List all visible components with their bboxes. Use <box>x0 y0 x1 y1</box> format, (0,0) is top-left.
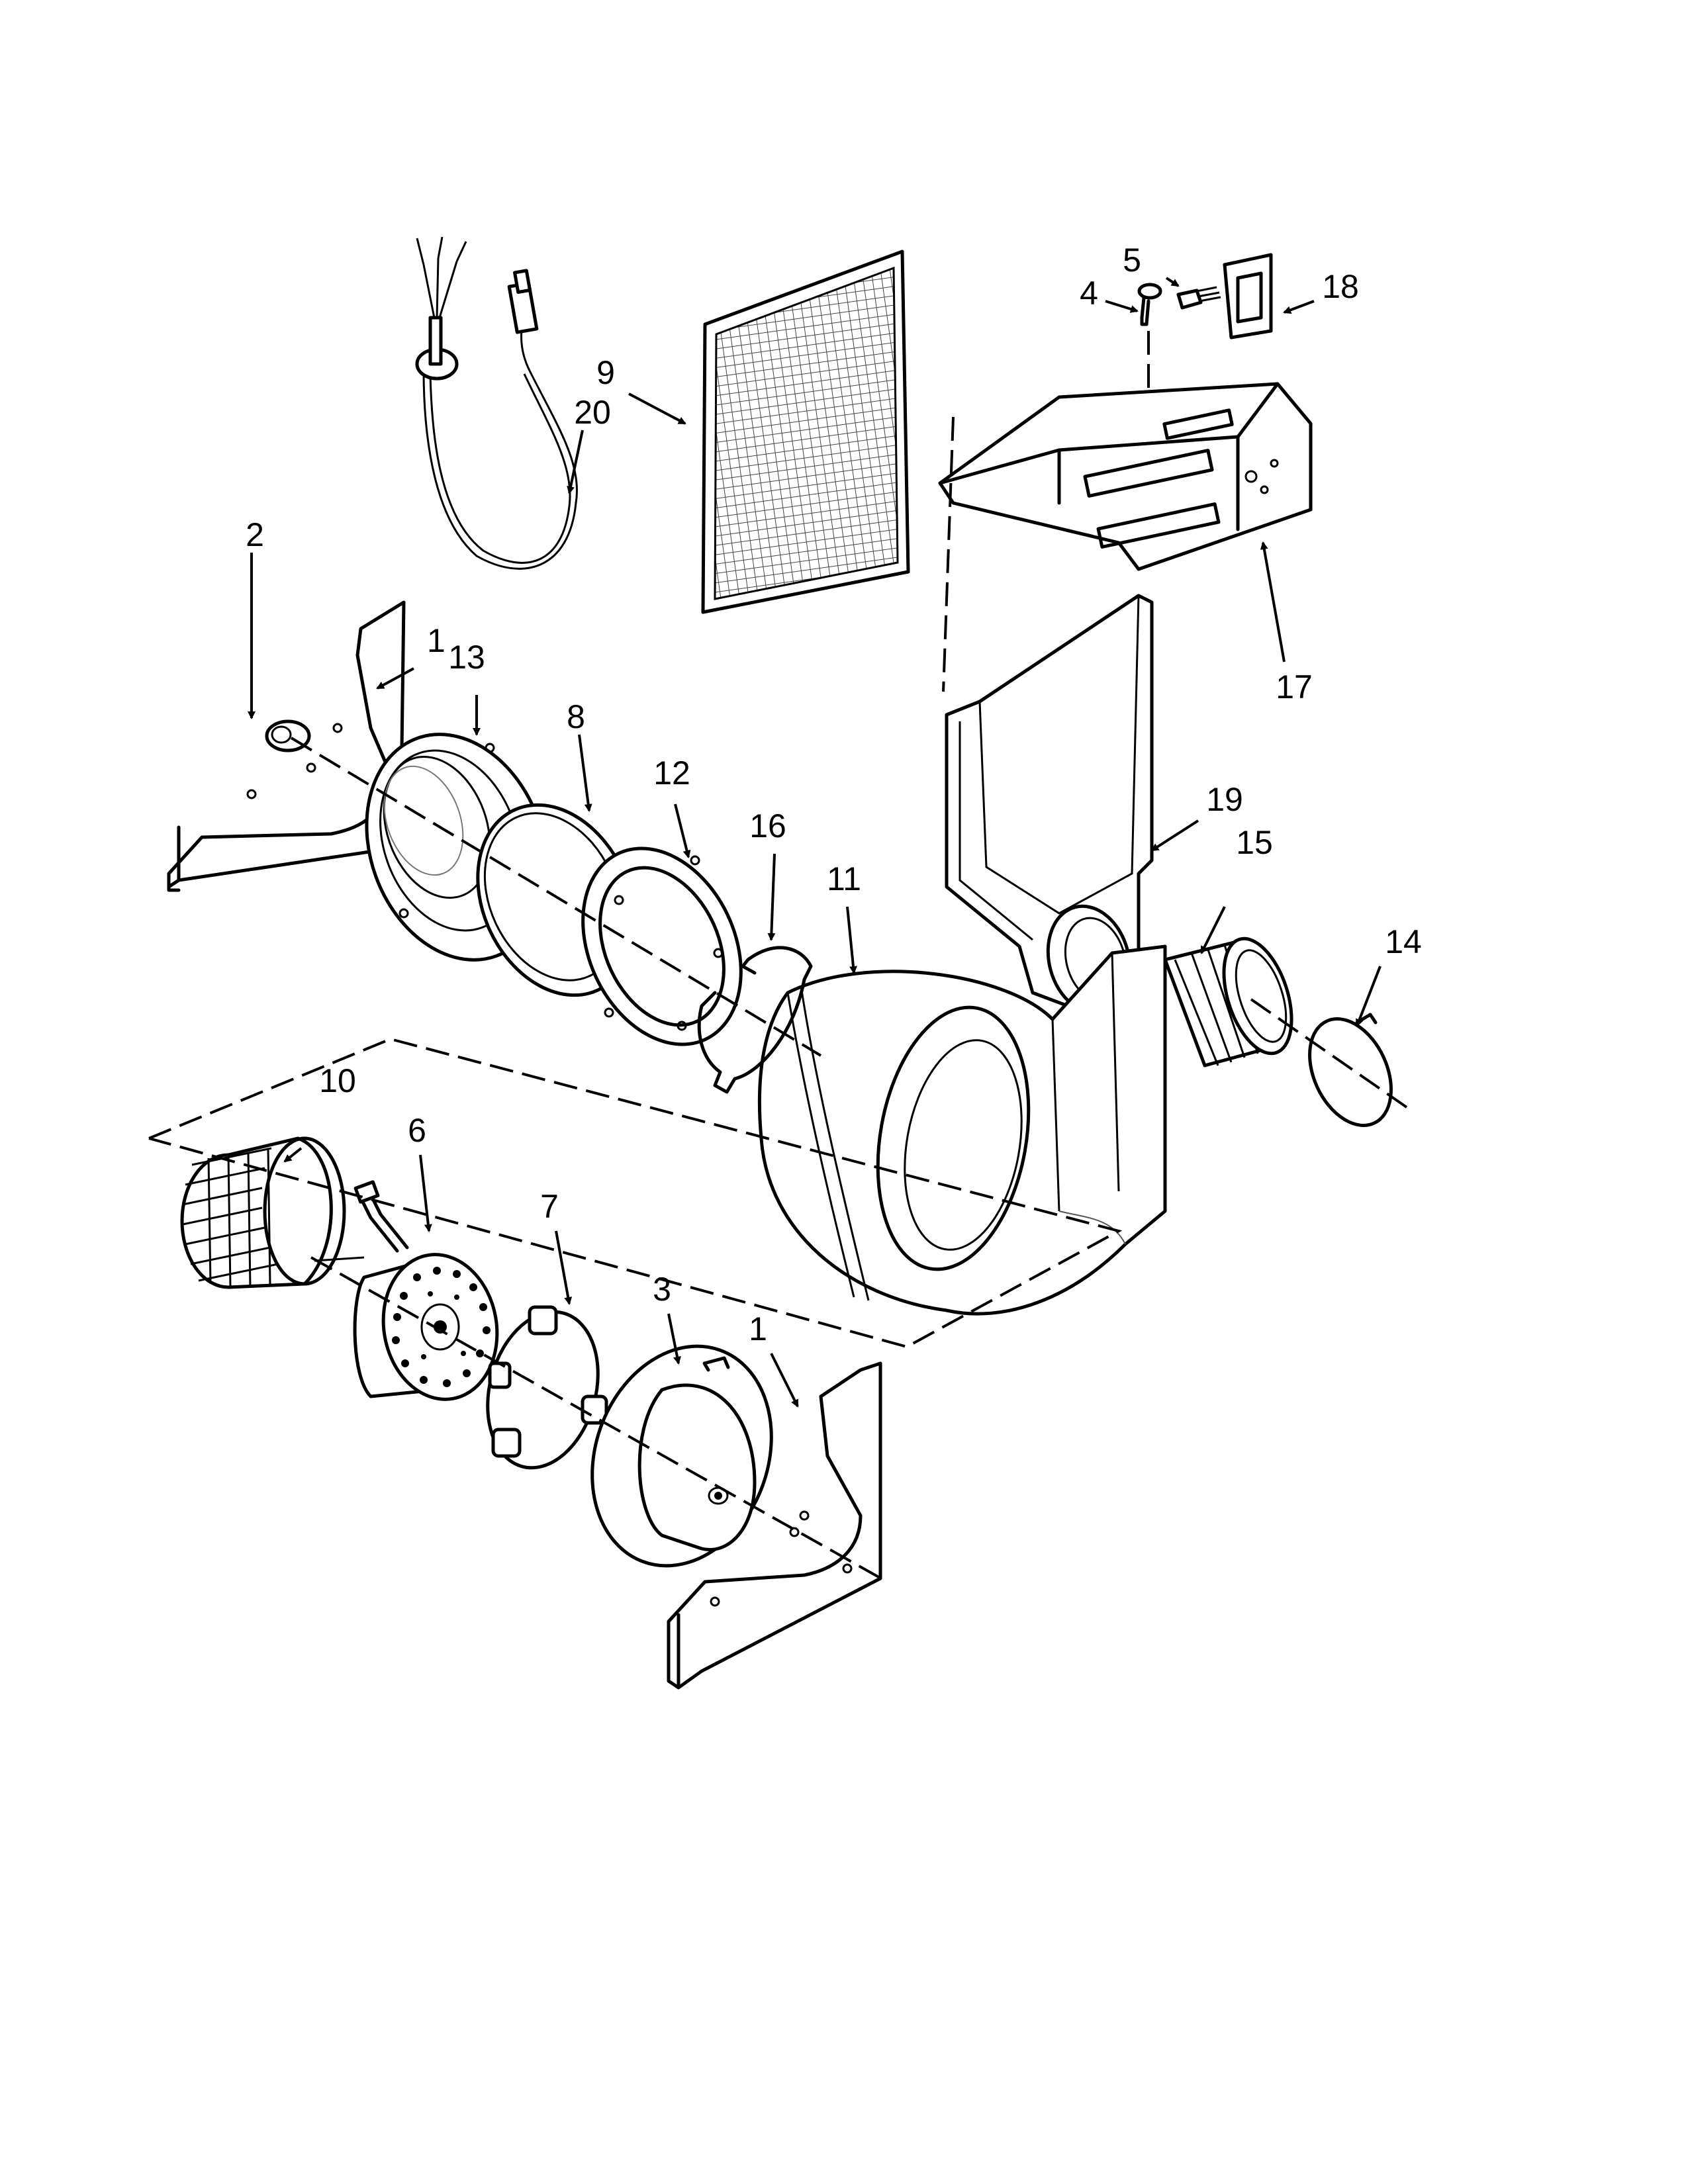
callout-7: 7 <box>540 1188 559 1225</box>
assembly-lines <box>148 331 1415 1583</box>
duct-transition <box>945 594 1154 1015</box>
callout-1-lower: 1 <box>749 1310 767 1347</box>
motor-mount-plate <box>590 1344 773 1568</box>
callout-12: 12 <box>653 754 690 792</box>
callout-19: 19 <box>1206 781 1243 818</box>
mounting-bracket <box>938 382 1313 571</box>
callout-18: 18 <box>1322 268 1359 305</box>
callout-8: 8 <box>567 698 585 735</box>
callout-11: 11 <box>827 860 861 897</box>
callout-1-upper: 1 <box>427 622 445 659</box>
callout-15: 15 <box>1236 824 1273 861</box>
blower-wheel <box>180 1136 346 1289</box>
duct-clamp <box>1308 1013 1393 1127</box>
callout-5: 5 <box>1123 242 1141 279</box>
motor-vent-holes <box>392 1267 491 1387</box>
mounting-ring <box>581 846 743 1046</box>
callout-arrows <box>248 277 1382 1408</box>
callout-6: 6 <box>408 1112 426 1149</box>
callout-4: 4 <box>1080 275 1098 312</box>
blower-housing <box>757 944 1167 1316</box>
callout-10: 10 <box>319 1062 356 1099</box>
callout-2: 2 <box>246 516 264 553</box>
mesh-filter <box>701 250 910 614</box>
callout-13: 13 <box>448 639 485 676</box>
hanger-hardware <box>1137 253 1273 340</box>
callout-9: 9 <box>596 354 615 391</box>
spring-clip <box>697 946 813 1094</box>
callout-20: 20 <box>574 394 611 431</box>
callout-16: 16 <box>749 807 786 844</box>
callout-17: 17 <box>1276 668 1313 705</box>
power-cord <box>415 236 578 570</box>
callout-14: 14 <box>1385 923 1422 960</box>
flex-duct <box>1163 936 1293 1068</box>
side-plate-lower <box>667 1361 882 1690</box>
callout-3: 3 <box>653 1271 671 1308</box>
callout-labels: 2 1 13 8 12 16 11 9 20 4 5 18 17 19 15 1… <box>246 242 1422 1347</box>
